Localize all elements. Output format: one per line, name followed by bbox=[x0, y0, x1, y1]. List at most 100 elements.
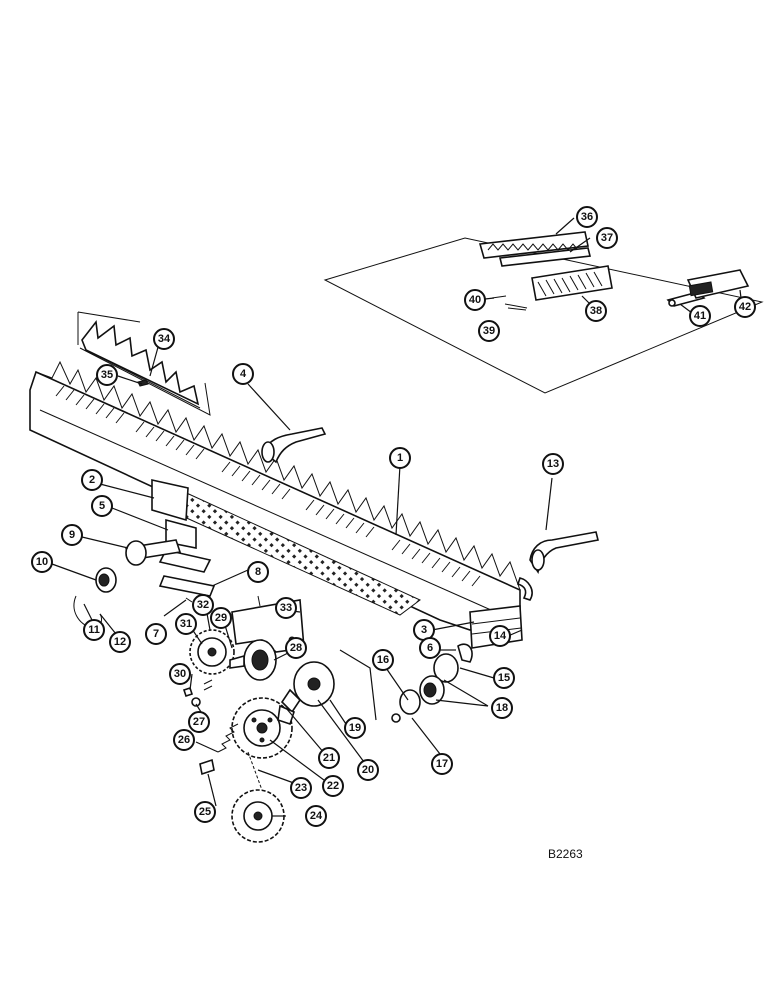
drive-chain bbox=[247, 751, 263, 791]
callout-41: 41 bbox=[689, 305, 711, 327]
svg-text:32: 32 bbox=[197, 599, 209, 611]
callout-6: 6 bbox=[419, 637, 441, 659]
callout-38: 38 bbox=[585, 300, 607, 322]
drawing-reference-code: B2263 bbox=[548, 847, 583, 861]
svg-text:18: 18 bbox=[496, 702, 508, 714]
callout-15: 15 bbox=[493, 667, 515, 689]
svg-text:6: 6 bbox=[427, 642, 433, 654]
callout-29: 29 bbox=[210, 607, 232, 629]
callout-27: 27 bbox=[188, 711, 210, 733]
svg-text:31: 31 bbox=[180, 618, 192, 630]
svg-text:9: 9 bbox=[69, 529, 75, 541]
callout-7: 7 bbox=[145, 623, 167, 645]
svg-text:13: 13 bbox=[547, 458, 559, 470]
svg-text:36: 36 bbox=[581, 211, 593, 223]
callout-5: 5 bbox=[91, 495, 113, 517]
svg-text:23: 23 bbox=[295, 782, 307, 794]
callout-33: 33 bbox=[275, 597, 297, 619]
callout-25: 25 bbox=[194, 801, 216, 823]
sprocket-lower bbox=[231, 789, 285, 843]
callout-8: 8 bbox=[247, 561, 269, 583]
callout-1: 1 bbox=[389, 447, 411, 469]
svg-text:25: 25 bbox=[199, 806, 211, 818]
callout-23: 23 bbox=[290, 777, 312, 799]
tension-spring bbox=[199, 723, 239, 776]
svg-text:20: 20 bbox=[362, 764, 374, 776]
svg-text:11: 11 bbox=[88, 624, 100, 636]
svg-text:12: 12 bbox=[114, 636, 126, 648]
callout-34: 34 bbox=[153, 328, 175, 350]
callout-20: 20 bbox=[357, 759, 379, 781]
crank-shaft-upper bbox=[261, 427, 327, 464]
guard-plate bbox=[531, 265, 613, 301]
svg-text:19: 19 bbox=[349, 722, 361, 734]
svg-text:1: 1 bbox=[397, 452, 403, 464]
svg-text:41: 41 bbox=[694, 310, 706, 322]
callout-35: 35 bbox=[96, 364, 118, 386]
callout-36: 36 bbox=[576, 206, 598, 228]
svg-text:38: 38 bbox=[590, 305, 602, 317]
callout-28: 28 bbox=[285, 637, 307, 659]
leader-lines bbox=[51, 217, 743, 817]
svg-text:3: 3 bbox=[421, 624, 427, 636]
callout-39: 39 bbox=[478, 320, 500, 342]
svg-text:17: 17 bbox=[436, 758, 448, 770]
callout-16: 16 bbox=[372, 649, 394, 671]
callout-37: 37 bbox=[596, 227, 618, 249]
svg-text:27: 27 bbox=[193, 716, 205, 728]
svg-text:39: 39 bbox=[483, 325, 495, 337]
svg-text:14: 14 bbox=[494, 630, 507, 642]
svg-text:35: 35 bbox=[101, 369, 113, 381]
callout-4: 4 bbox=[232, 363, 254, 385]
svg-text:28: 28 bbox=[290, 642, 302, 654]
svg-text:4: 4 bbox=[240, 368, 247, 380]
svg-text:5: 5 bbox=[99, 500, 105, 512]
svg-text:26: 26 bbox=[178, 734, 190, 746]
callout-12: 12 bbox=[109, 631, 131, 653]
sprocket-large bbox=[231, 697, 293, 759]
svg-text:42: 42 bbox=[739, 301, 751, 313]
callout-17: 17 bbox=[431, 753, 453, 775]
svg-text:37: 37 bbox=[601, 232, 613, 244]
svg-text:33: 33 bbox=[280, 602, 292, 614]
svg-text:30: 30 bbox=[174, 668, 186, 680]
svg-text:15: 15 bbox=[498, 672, 510, 684]
callout-21: 21 bbox=[318, 747, 340, 769]
svg-text:29: 29 bbox=[215, 612, 227, 624]
coupling bbox=[277, 661, 335, 726]
svg-text:34: 34 bbox=[158, 333, 171, 345]
callout-19: 19 bbox=[344, 717, 366, 739]
callout-22: 22 bbox=[322, 775, 344, 797]
callout-11: 11 bbox=[83, 619, 105, 641]
rivet-part bbox=[491, 295, 528, 311]
drive-hub bbox=[229, 639, 277, 681]
right-bearing-group bbox=[391, 643, 473, 723]
svg-text:16: 16 bbox=[377, 654, 389, 666]
small-fasteners bbox=[182, 679, 213, 707]
callout-10: 10 bbox=[31, 551, 53, 573]
inset-panel bbox=[323, 231, 764, 394]
callout-14: 14 bbox=[489, 625, 511, 647]
callout-2: 2 bbox=[81, 469, 103, 491]
sieve-assembly bbox=[29, 360, 523, 649]
sprocket-small bbox=[189, 629, 235, 675]
svg-text:10: 10 bbox=[36, 556, 48, 568]
blade-inset bbox=[77, 311, 211, 416]
callout-24: 24 bbox=[305, 805, 327, 827]
clamp-plate bbox=[158, 575, 216, 603]
svg-text:22: 22 bbox=[327, 780, 339, 792]
svg-text:24: 24 bbox=[310, 810, 323, 822]
svg-text:40: 40 bbox=[469, 294, 481, 306]
knife-section-strip bbox=[478, 231, 591, 267]
callout-31: 31 bbox=[175, 613, 197, 635]
svg-text:7: 7 bbox=[153, 628, 159, 640]
callout-3: 3 bbox=[413, 619, 435, 641]
callout-13: 13 bbox=[542, 453, 564, 475]
svg-text:8: 8 bbox=[255, 566, 261, 578]
wear-plate bbox=[686, 269, 750, 299]
callout-40: 40 bbox=[464, 289, 486, 311]
callouts: 1 2 3 4 5 6 7 8 9 10 11 12 13 14 15 16 1… bbox=[31, 206, 756, 827]
callout-9: 9 bbox=[61, 524, 83, 546]
svg-text:2: 2 bbox=[89, 474, 95, 486]
